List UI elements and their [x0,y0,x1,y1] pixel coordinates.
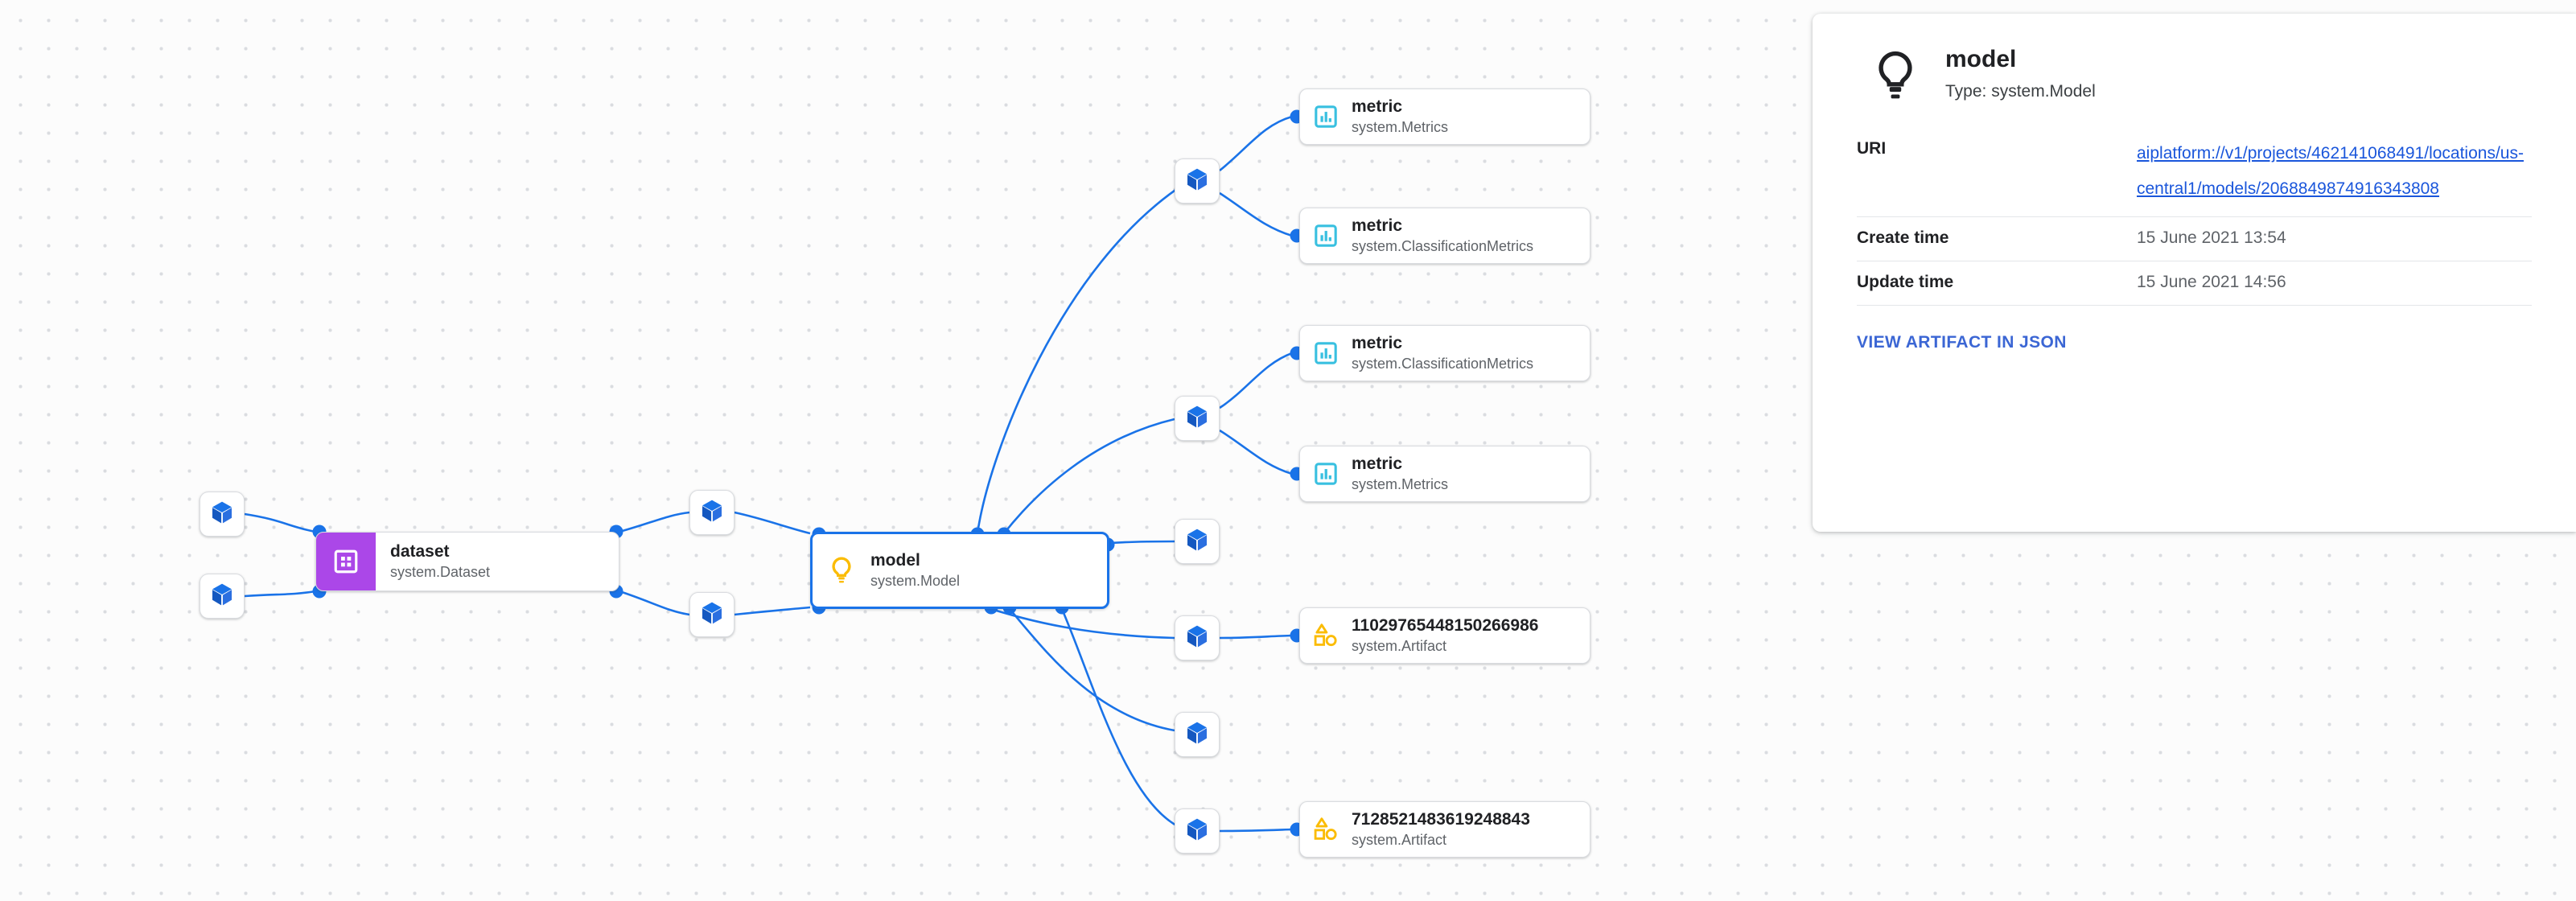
artifact-node-metric-2[interactable]: metric system.ClassificationMetrics [1299,208,1590,264]
edge-execin-bottom-to-dataset [244,590,316,598]
shapes-icon [1300,815,1352,844]
execution-node-output-1[interactable] [1175,158,1220,204]
artifact-node-generic-1[interactable]: 11029765448150266986 system.Artifact [1299,607,1590,664]
artifact-node-metric-4[interactable]: metric system.Metrics [1299,446,1590,502]
artifact-detail-panel: model Type: system.Model URI aiplatform:… [1813,14,2576,532]
execution-node-mid-bottom[interactable] [689,592,735,637]
edge-model-to-execout-1 [976,183,1183,534]
edge-model-to-execout-6 [1060,608,1183,830]
property-key-update-time: Update time [1857,261,2137,306]
artifact-node-metric-1[interactable]: metric system.Metrics [1299,88,1590,145]
node-subtitle: system.Dataset [390,564,491,580]
table-row-create-time: Create time 15 June 2021 13:54 [1857,216,2532,261]
edge-model-to-execout-4 [990,607,1175,640]
cube-icon [1184,817,1210,846]
execution-node-output-5[interactable] [1175,712,1220,757]
edge-execout2-to-metric4 [1219,429,1293,475]
panel-header: model Type: system.Model [1813,14,2576,105]
lightbulb-icon [1857,44,1934,105]
cube-icon [209,500,235,529]
artifact-node-dataset[interactable]: dataset system.Dataset [315,532,619,591]
execution-node-output-4[interactable] [1175,615,1220,660]
node-subtitle: system.Model [870,573,961,589]
edge-execmid-top-to-model [734,511,811,535]
node-title: model [870,551,920,570]
bar-chart-icon [1300,103,1352,130]
execution-node-output-6[interactable] [1175,808,1220,854]
bar-chart-icon [1300,460,1352,488]
cube-icon [1184,623,1210,653]
artifact-type-label: Type: system.Model [1945,82,2096,101]
artifact-node-metric-3[interactable]: metric system.ClassificationMetrics [1299,325,1590,381]
edge-execout1-to-metric2 [1219,191,1293,237]
node-title: metric [1352,97,1403,116]
node-subtitle: system.Artifact [1352,832,1447,848]
view-artifact-in-json-button[interactable]: VIEW ARTIFACT IN JSON [1857,333,2067,352]
cube-icon [699,498,725,528]
node-subtitle: system.Metrics [1352,476,1449,492]
edge-model-to-execout-3 [1109,540,1175,545]
edge-execout6-to-artifact2 [1219,828,1293,833]
node-title: 11029765448150266986 [1352,616,1539,635]
bar-chart-icon [1300,222,1352,249]
property-key-uri: URI [1857,128,2137,217]
lightbulb-icon [813,555,870,586]
edge-execmid-bottom-to-model [734,606,811,616]
node-title: metric [1352,455,1403,473]
cube-icon [699,600,725,630]
node-subtitle: system.Metrics [1352,119,1449,135]
uri-link[interactable]: aiplatform://v1/projects/462141068491/lo… [2137,144,2524,198]
page-title: model [1945,46,2017,72]
table-row-uri: URI aiplatform://v1/projects/46214106849… [1857,128,2532,217]
execution-node-input-bottom[interactable] [200,574,245,619]
cube-icon [1184,720,1210,750]
execution-node-mid-top[interactable] [689,490,735,535]
artifact-node-generic-2[interactable]: 7128521483619248843 system.Artifact [1299,801,1590,858]
execution-node-input-top[interactable] [200,492,245,537]
edge-model-to-execout-2 [1002,418,1175,534]
cube-icon [1184,167,1210,196]
property-value-create-time: 15 June 2021 13:54 [2137,216,2532,261]
node-title: metric [1352,216,1403,235]
property-key-create-time: Create time [1857,216,2137,261]
node-subtitle: system.ClassificationMetrics [1352,238,1534,254]
artifact-node-model[interactable]: model system.Model [810,532,1109,609]
edge-execout4-to-artifact1 [1219,634,1293,640]
node-title: 7128521483619248843 [1352,810,1530,829]
edge-execout2-to-metric3 [1219,352,1293,409]
edge-execin-top-to-dataset [244,512,316,533]
execution-node-output-2[interactable] [1175,396,1220,441]
bar-chart-icon [1300,339,1352,367]
node-subtitle: system.ClassificationMetrics [1352,356,1534,372]
artifact-properties-table: URI aiplatform://v1/projects/46214106849… [1857,128,2532,306]
table-row-update-time: Update time 15 June 2021 14:56 [1857,261,2532,306]
node-subtitle: system.Artifact [1352,638,1447,654]
node-title: dataset [390,542,450,561]
edge-model-to-execout-5 [1009,608,1175,732]
edge-dataset-to-execmid-bottom [619,590,690,616]
shapes-icon [1300,621,1352,650]
panel-header-text: model Type: system.Model [1934,44,2096,104]
dataset-grid-icon [316,533,376,590]
edge-dataset-to-execmid-top [619,511,690,533]
execution-node-output-3[interactable] [1175,519,1220,564]
cube-icon [1184,404,1210,434]
node-title: metric [1352,334,1403,352]
cube-icon [1184,527,1210,557]
property-value-update-time: 15 June 2021 14:56 [2137,261,2532,306]
edge-execout1-to-metric1 [1219,115,1293,172]
cube-icon [209,582,235,611]
